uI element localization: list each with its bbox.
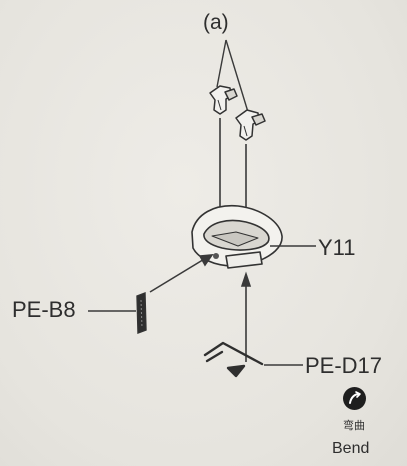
pe-b8-arrow [149, 254, 214, 293]
pe-b8-part [136, 291, 147, 335]
bend-label-chinese: 弯曲 [343, 419, 365, 432]
small-part-a [209, 85, 238, 115]
pe-d17-part [203, 341, 264, 378]
pe-d17-arrow [240, 271, 252, 362]
part-label-pe-b8: PE-B8 [12, 297, 76, 322]
y11-part [191, 205, 283, 269]
part-label-pe-d17: PE-D17 [305, 353, 383, 378]
bend-icon [343, 387, 366, 410]
callout-label-a: (a) [203, 11, 229, 34]
part-label-y11: Y11 [318, 235, 356, 260]
bend-label-english: Bend [332, 440, 370, 457]
small-part-b [235, 109, 266, 141]
callout-leaders [216, 39, 249, 113]
